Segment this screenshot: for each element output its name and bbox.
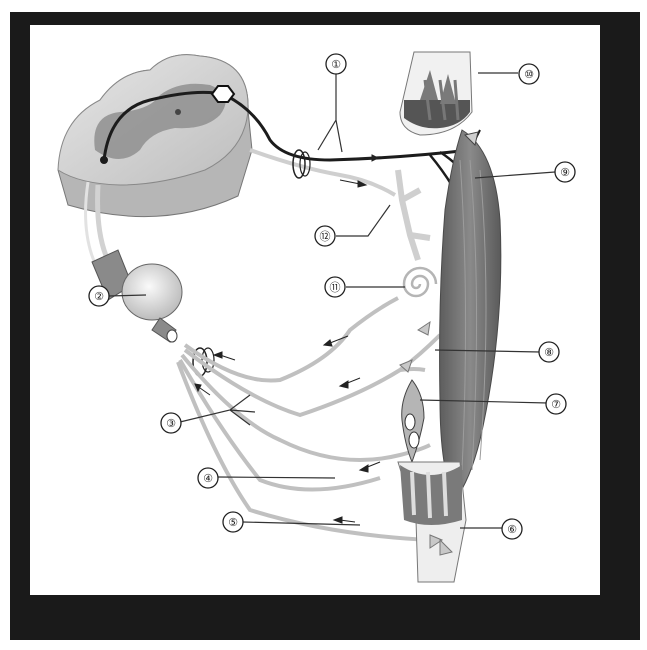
callout-3: ③ (161, 413, 181, 433)
callout-2: ② (89, 286, 109, 306)
upper-bone (400, 52, 472, 135)
callout-9-label: ⑨ (560, 166, 570, 179)
callout-6: ⑥ (502, 519, 522, 539)
interneuron-cell-body (212, 86, 234, 102)
callout-10: ⑩ (519, 64, 539, 84)
callout-5-label: ⑤ (228, 516, 238, 529)
callout-9: ⑨ (555, 162, 575, 182)
callout-4: ④ (198, 468, 218, 488)
callout-4-label: ④ (203, 472, 213, 485)
callout-11: ⑪ (325, 277, 345, 297)
callout-8: ⑧ (539, 342, 559, 362)
callout-2-label: ② (94, 290, 104, 303)
callout-3-label: ③ (166, 417, 176, 430)
callout-1: ① (326, 54, 346, 74)
callout-5: ⑤ (223, 512, 243, 532)
callout-8-label: ⑧ (544, 346, 554, 359)
callout-11-label: ⑪ (330, 281, 341, 294)
callout-10-label: ⑩ (524, 68, 534, 81)
callout-1-label: ① (331, 58, 341, 71)
callout-12: ⑫ (315, 226, 335, 246)
callout-7-label: ⑦ (551, 398, 561, 411)
callout-6-label: ⑥ (507, 523, 517, 536)
callout-12-label: ⑫ (320, 230, 331, 243)
callout-7: ⑦ (546, 394, 566, 414)
